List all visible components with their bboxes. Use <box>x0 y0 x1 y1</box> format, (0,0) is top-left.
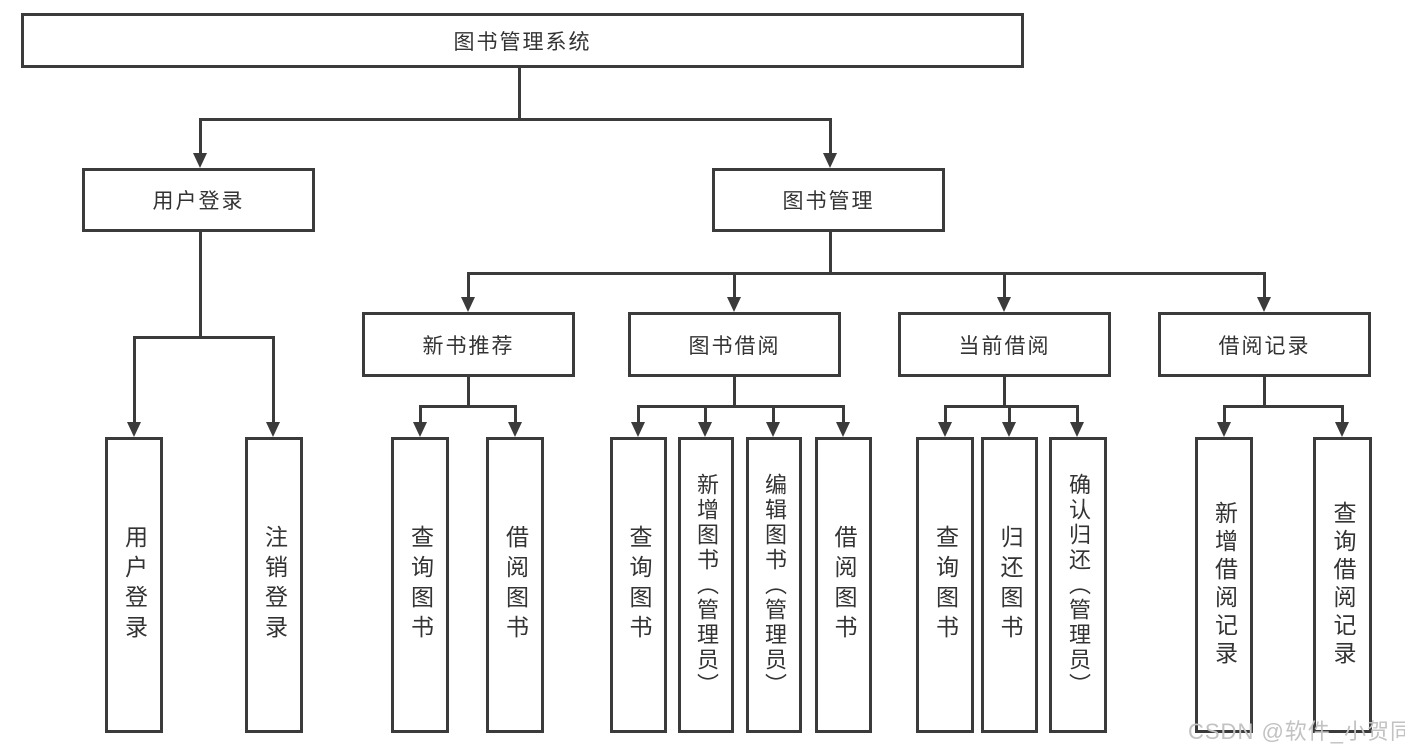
connector-line <box>419 405 422 423</box>
leaf-label: 归还图书 <box>997 525 1023 645</box>
leaf-bb-borrow-book: 借阅图书 <box>815 437 872 733</box>
connector-line <box>842 405 845 423</box>
arrowhead-icon <box>127 422 141 437</box>
arrowhead-icon <box>836 422 850 437</box>
connector-line <box>1223 405 1226 423</box>
connector-line <box>1341 405 1344 423</box>
node-borrow-records: 借阅记录 <box>1158 312 1371 377</box>
arrowhead-icon <box>193 153 207 168</box>
leaf-bb-query-book: 查询图书 <box>610 437 667 733</box>
node-new-book-rec: 新书推荐 <box>362 312 575 377</box>
leaf-user-login: 用户登录 <box>105 437 163 733</box>
leaf-label: 编辑图书（管理员） <box>762 472 787 698</box>
leaf-rec-query-book: 查询图书 <box>391 437 449 733</box>
arrowhead-icon <box>413 422 427 437</box>
connector-line <box>829 118 832 154</box>
leaf-bb-add-book: 新增图书（管理员） <box>678 437 734 733</box>
leaf-br-query-record: 查询借阅记录 <box>1313 437 1372 733</box>
leaf-label: 注销登录 <box>261 525 288 645</box>
connector-line <box>133 336 136 423</box>
watermark-text: CSDN @软件_小贺同学 <box>1188 719 1405 744</box>
leaf-label: 查询借阅记录 <box>1330 501 1356 669</box>
connector-line <box>272 336 275 423</box>
arrowhead-icon <box>698 422 712 437</box>
leaf-bb-edit-book: 编辑图书（管理员） <box>746 437 802 733</box>
arrowhead-icon <box>461 297 475 312</box>
connector-line <box>733 272 736 299</box>
leaf-label: 新增借阅记录 <box>1211 501 1238 669</box>
connector-line <box>1263 272 1266 299</box>
connector-line <box>637 405 640 423</box>
arrowhead-icon <box>766 422 780 437</box>
leaf-cb-return-book: 归还图书 <box>981 437 1038 733</box>
leaf-cb-confirm-return: 确认归还（管理员） <box>1049 437 1107 733</box>
arrowhead-icon <box>1335 422 1349 437</box>
arrowhead-icon <box>508 422 522 437</box>
connector-line <box>944 405 1079 408</box>
connector-line <box>518 68 521 118</box>
connector-line <box>637 405 845 408</box>
connector-line <box>514 405 517 423</box>
connector-line <box>733 377 736 405</box>
connector-line <box>199 118 202 154</box>
connector-line <box>1003 377 1006 405</box>
arrowhead-icon <box>1002 422 1016 437</box>
leaf-logout: 注销登录 <box>245 437 303 733</box>
arrowhead-icon <box>938 422 952 437</box>
connector-line <box>199 232 202 336</box>
connector-line <box>829 232 832 272</box>
leaf-label: 确认归还（管理员） <box>1066 472 1091 698</box>
arrowhead-icon <box>266 422 280 437</box>
connector-line <box>467 272 470 299</box>
leaf-rec-borrow-book: 借阅图书 <box>486 437 544 733</box>
leaf-label: 新增图书（管理员） <box>694 472 719 698</box>
connector-line <box>467 272 1266 275</box>
connector-line <box>1008 405 1011 423</box>
arrowhead-icon <box>1217 422 1231 437</box>
connector-line <box>1263 377 1266 405</box>
arrowhead-icon <box>727 297 741 312</box>
arrowhead-icon <box>1257 297 1271 312</box>
leaf-label: 借阅图书 <box>502 525 529 645</box>
node-root: 图书管理系统 <box>21 13 1024 68</box>
arrowhead-icon <box>631 422 645 437</box>
connector-line <box>133 336 275 339</box>
arrowhead-icon <box>1070 422 1084 437</box>
connector-line <box>1003 272 1006 299</box>
connector-line <box>419 405 517 408</box>
arrowhead-icon <box>823 153 837 168</box>
leaf-label: 查询图书 <box>626 525 652 645</box>
leaf-label: 查询图书 <box>932 525 959 645</box>
leaf-cb-query-book: 查询图书 <box>916 437 974 733</box>
connector-line <box>704 405 707 423</box>
node-book-mgmt: 图书管理 <box>712 168 945 232</box>
connector-line <box>944 405 947 423</box>
connector-line <box>199 118 832 121</box>
leaf-label: 查询图书 <box>407 525 434 645</box>
connector-line <box>772 405 775 423</box>
connector-line <box>1076 405 1079 423</box>
leaf-label: 用户登录 <box>121 525 148 645</box>
node-current-borrow: 当前借阅 <box>898 312 1111 377</box>
leaf-label: 借阅图书 <box>831 525 857 645</box>
arrowhead-icon <box>997 297 1011 312</box>
node-book-borrow: 图书借阅 <box>628 312 841 377</box>
node-user-login: 用户登录 <box>82 168 315 232</box>
connector-line <box>1223 405 1344 408</box>
connector-line <box>467 377 470 405</box>
leaf-br-add-record: 新增借阅记录 <box>1195 437 1253 733</box>
